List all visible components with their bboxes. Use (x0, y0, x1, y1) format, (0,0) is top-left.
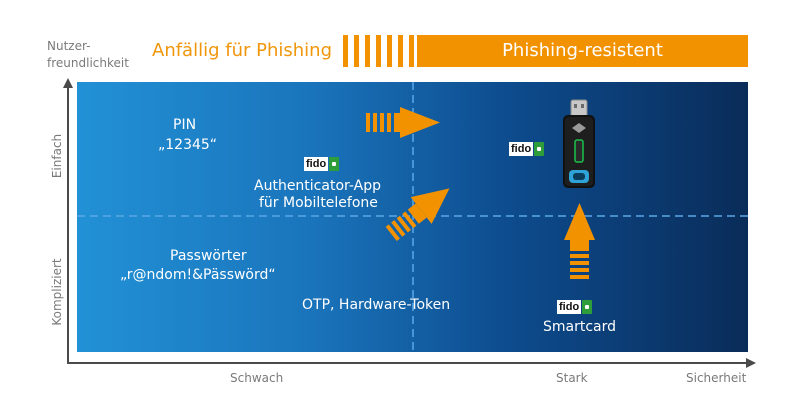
band-stripe (376, 35, 381, 67)
x-axis-title: Sicherheit (686, 371, 747, 385)
fido-badge-text: fido (509, 142, 534, 156)
lock-icon (582, 300, 593, 314)
band-stripe (343, 35, 348, 67)
smartcard-label: Smartcard (543, 319, 617, 335)
phishing-resistant-label: Phishing-resistent (417, 35, 748, 67)
passwords-example: „r@ndom!&Pässwörd“ (120, 267, 276, 283)
x-axis (67, 362, 748, 364)
authenticator-label-line2: für Mobiltelefone (259, 195, 378, 211)
fido-badge-text: fido (557, 300, 582, 314)
authenticator-label-line1: Authenticator-App (254, 178, 381, 194)
lock-icon (534, 142, 545, 156)
fido-badge: fido (304, 157, 340, 171)
band-stripe (365, 35, 370, 67)
fido-badge: fido (557, 300, 593, 314)
usability-label-line2: freundlichkeit (47, 56, 129, 70)
otp-label: OTP, Hardware-Token (302, 297, 451, 313)
passwords-label: Passwörter (170, 248, 247, 264)
band-stripe (387, 35, 392, 67)
y-axis-label-complex: Kompliziert (50, 258, 64, 326)
band-stripe (398, 35, 403, 67)
pin-label: PIN (173, 117, 197, 133)
usability-label-line1: Nutzer- (47, 39, 91, 53)
band-stripe (409, 35, 414, 67)
pin-example: „12345“ (158, 137, 218, 153)
x-axis-label-weak: Schwach (230, 371, 284, 385)
y-axis-label-easy: Einfach (50, 133, 64, 179)
y-axis (67, 82, 69, 364)
x-axis-label-strong: Stark (556, 371, 588, 385)
usability-label: Nutzer- freundlichkeit (47, 38, 142, 72)
fido-badge-text: fido (304, 157, 329, 171)
fido-badge: fido (509, 142, 545, 156)
lock-icon (329, 157, 340, 171)
phishing-vulnerable-label: Anfällig für Phishing (152, 40, 332, 61)
band-stripe (354, 35, 359, 67)
